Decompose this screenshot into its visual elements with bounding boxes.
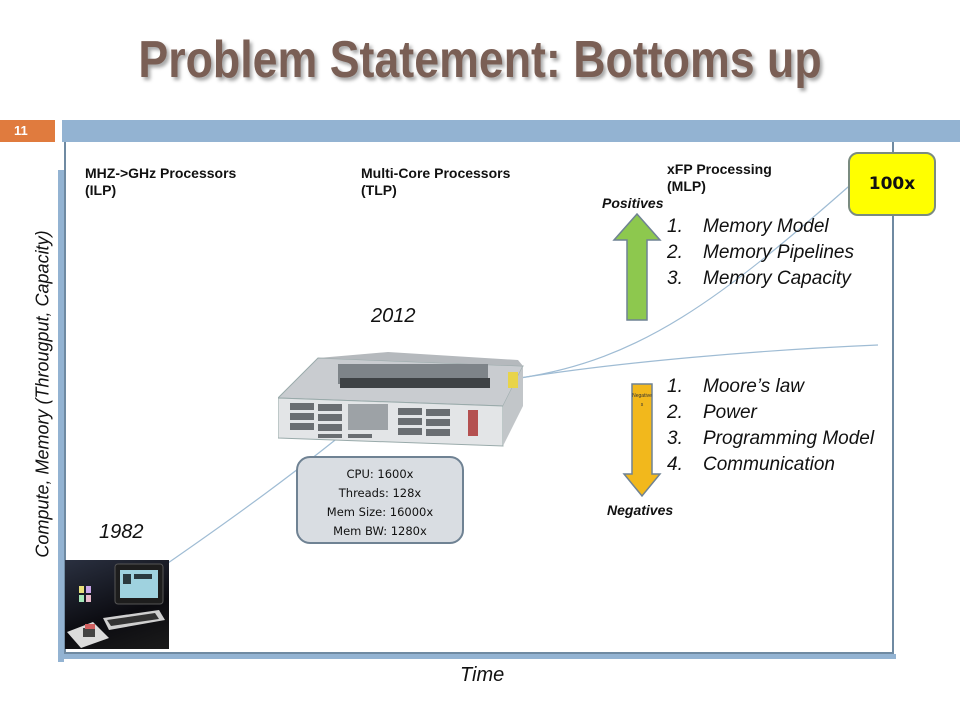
left-accent-bar xyxy=(58,170,64,662)
positive-item: 2.Memory Pipelines xyxy=(667,242,854,263)
up-arrow-icon xyxy=(612,212,662,321)
negative-item: 2.Power xyxy=(667,402,757,423)
stat-cpu: CPU: 1600x xyxy=(346,467,414,481)
positives-list: 1.Memory Model 2.Memory Pipelines 3.Memo… xyxy=(667,214,854,292)
bottom-accent-bar xyxy=(58,654,896,659)
era-mlp-subtitle: (MLP) xyxy=(667,178,706,194)
chart-frame xyxy=(64,142,894,654)
stat-threads: Threads: 128x xyxy=(338,486,422,500)
vintage-workstation-icon xyxy=(67,563,165,648)
year-2012: 2012 xyxy=(371,305,416,327)
rack-server-icon xyxy=(276,352,524,447)
era-ilp: MHZ->GHz Processors (ILP) xyxy=(85,165,236,199)
era-mlp-title: xFP Processing xyxy=(667,161,772,177)
slide-title: Problem Statement: Bottoms up xyxy=(138,31,822,89)
era-tlp: Multi-Core Processors (TLP) xyxy=(361,165,510,199)
growth-curve-flat xyxy=(519,344,879,379)
negative-item: 1.Moore’s law xyxy=(667,376,805,397)
negatives-label: Negatives xyxy=(607,502,674,518)
y-axis-label: Compute, Memory (Througput, Capacity) xyxy=(32,230,53,558)
positives-label: Positives xyxy=(602,195,664,211)
stats-callout: CPU: 1600x Threads: 128x Mem Size: 16000… xyxy=(296,456,464,544)
pc-1982-image xyxy=(65,560,169,649)
negative-item: 4.Communication xyxy=(667,454,835,475)
slide-number: 11 xyxy=(0,120,55,142)
x-axis-label: Time xyxy=(460,664,505,686)
positive-item: 1.Memory Model xyxy=(667,216,829,237)
era-tlp-subtitle: (TLP) xyxy=(361,182,397,198)
down-arrow-icon xyxy=(622,383,662,498)
era-ilp-subtitle: (ILP) xyxy=(85,182,117,198)
year-1982: 1982 xyxy=(99,521,144,543)
stat-mem-bw: Mem BW: 1280x xyxy=(333,524,427,538)
server-2012-image xyxy=(276,348,528,448)
negatives-list: 1.Moore’s law 2.Power 3.Programming Mode… xyxy=(667,374,874,478)
negatives-arrow-text: Negatives xyxy=(632,393,652,408)
negative-item: 3.Programming Model xyxy=(667,428,875,449)
growth-curve-steep xyxy=(519,179,857,379)
era-mlp: xFP Processing (MLP) xyxy=(667,161,772,195)
positive-item: 3.Memory Capacity xyxy=(667,268,851,289)
stat-mem-size: Mem Size: 16000x xyxy=(326,505,434,519)
header-accent-bar xyxy=(62,120,960,142)
era-tlp-title: Multi-Core Processors xyxy=(361,165,511,181)
improvement-badge: 100x xyxy=(848,152,936,216)
era-ilp-title: MHZ->GHz Processors xyxy=(85,165,237,181)
